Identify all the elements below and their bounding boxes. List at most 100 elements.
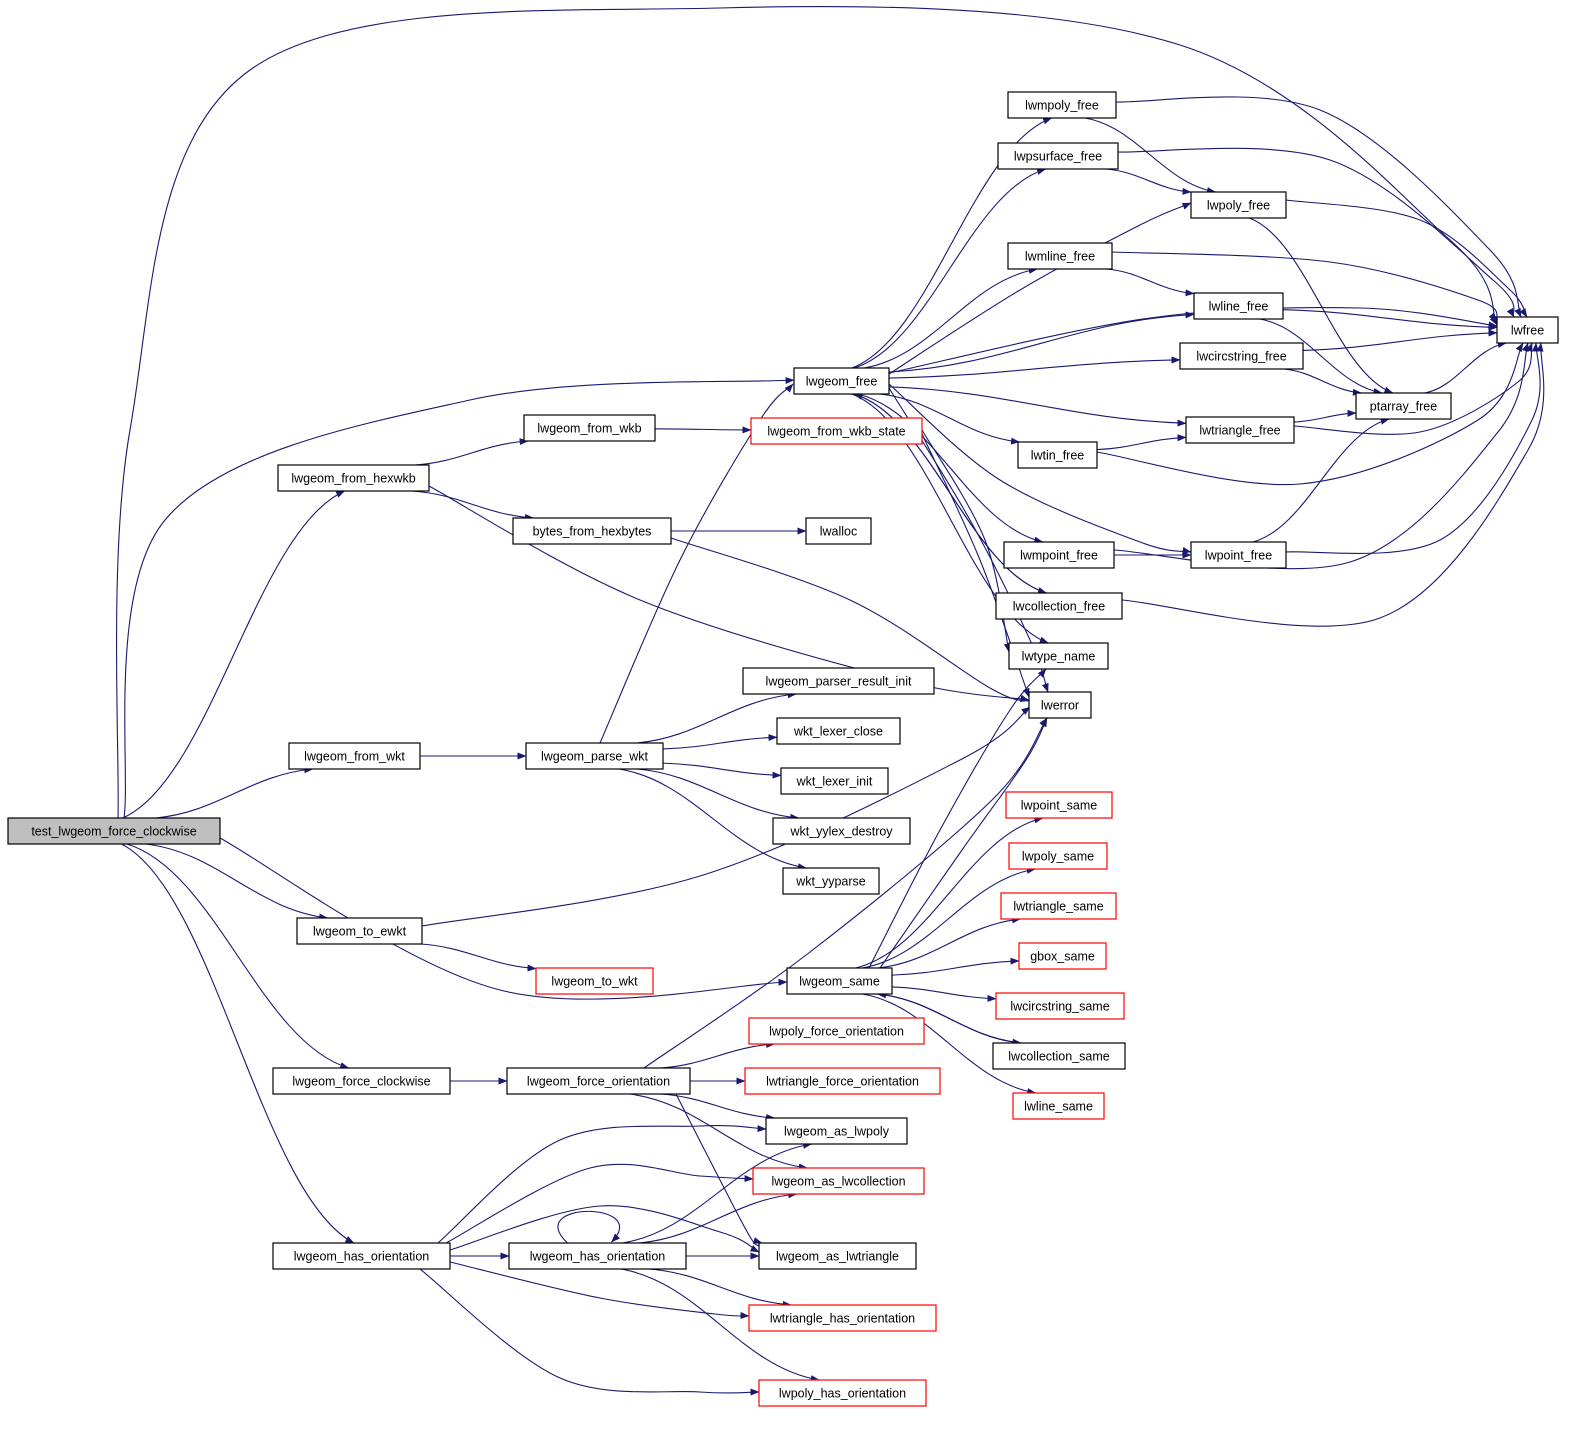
node-label: wkt_yylex_destroy: [789, 825, 893, 839]
node-box: [1190, 541, 1287, 569]
node-lwgeom_force_clockwise[interactable]: lwgeom_force_clockwise: [272, 1067, 451, 1095]
node-lwcollection_same[interactable]: lwcollection_same: [992, 1042, 1126, 1070]
edge-lwtriangle_free-ptarray_free: [1293, 409, 1357, 423]
node-wkt_lexer_init[interactable]: wkt_lexer_init: [780, 767, 889, 795]
node-lwtriangle_same[interactable]: lwtriangle_same: [1000, 892, 1117, 920]
node-lwgeom_free[interactable]: lwgeom_free: [793, 367, 890, 395]
node-box: [758, 1242, 917, 1270]
node-lwmpoly_free[interactable]: lwmpoly_free: [1007, 91, 1117, 119]
node-lwpoint_free[interactable]: lwpoint_free: [1190, 541, 1287, 569]
node-label: lwgeom_from_wkb: [537, 422, 641, 436]
node-lwpoly_same[interactable]: lwpoly_same: [1008, 842, 1108, 870]
edge-lwtin_free-lwtriangle_free: [1096, 434, 1187, 451]
node-lwpoly_has_orientation[interactable]: lwpoly_has_orientation: [758, 1379, 927, 1407]
node-box: [1007, 242, 1113, 270]
node-box: [1008, 642, 1109, 670]
node-lwgeom_from_wkb[interactable]: lwgeom_from_wkb: [523, 414, 656, 442]
node-lwtriangle_force_orientation[interactable]: lwtriangle_force_orientation: [744, 1067, 941, 1095]
edge-lwgeom_same-lwtriangle_same: [877, 916, 1022, 969]
node-label: lwgeom_has_orientation: [294, 1250, 430, 1264]
node-box: [772, 817, 911, 845]
node-lwline_free[interactable]: lwline_free: [1193, 292, 1284, 320]
edge-lwgeom_force_orientation-lwgeom_as_lwpoly: [660, 1093, 776, 1121]
node-lwerror[interactable]: lwerror: [1028, 691, 1092, 719]
node-lwpoly_force_orientation[interactable]: lwpoly_force_orientation: [748, 1017, 925, 1045]
node-lwpsurface_free[interactable]: lwpsurface_free: [997, 142, 1119, 170]
node-lwgeom_to_wkt[interactable]: lwgeom_to_wkt: [535, 967, 654, 995]
edge-lwgeom_free-lwline_free: [888, 311, 1195, 373]
node-box: [793, 367, 890, 395]
edge-lwgeom_free-lwtriangle_free: [888, 386, 1187, 427]
edge-test-lwgeom_from_wkt: [155, 766, 314, 819]
node-lwpoly_free[interactable]: lwpoly_free: [1190, 191, 1287, 219]
edge-has2-lwtriangle_has_orientation: [648, 1268, 792, 1308]
node-lwmline_free[interactable]: lwmline_free: [1007, 242, 1113, 270]
edge-lwgeom_free-lwcircstring_free: [888, 356, 1181, 379]
edge-has2-lwgeom_as_lwpoly: [622, 1141, 813, 1244]
node-label: lwtriangle_same: [1013, 900, 1103, 914]
edge-lwgeom_to_ewkt-lwgeom_to_wkt: [420, 943, 537, 972]
node-lwmpoint_free[interactable]: lwmpoint_free: [1003, 541, 1115, 569]
node-lwgeom_force_orientation[interactable]: lwgeom_force_orientation: [506, 1067, 691, 1095]
node-box: [1008, 842, 1108, 870]
node-lwgeom_parser_result_init[interactable]: lwgeom_parser_result_init: [742, 667, 935, 695]
node-box: [758, 1379, 927, 1407]
node-label: lwgeom_force_orientation: [527, 1075, 670, 1089]
edge-lwline_free-ptarray_free: [1259, 318, 1383, 395]
node-lwtin_free[interactable]: lwtin_free: [1017, 441, 1098, 469]
node-lwgeom_same[interactable]: lwgeom_same: [786, 967, 893, 995]
node-wkt_lexer_close[interactable]: wkt_lexer_close: [776, 717, 901, 745]
node-bytes_from_hexbytes[interactable]: bytes_from_hexbytes: [512, 517, 672, 545]
edge-has1-lwgeom_as_lwpoly: [437, 1125, 767, 1244]
node-label: lwline_free: [1209, 300, 1269, 314]
node-lwfree[interactable]: lwfree: [1496, 316, 1559, 344]
node-label: lwgeom_free: [806, 375, 878, 389]
node-ptarray_free[interactable]: ptarray_free: [1355, 392, 1452, 420]
node-box: [997, 142, 1119, 170]
node-box: [992, 1042, 1126, 1070]
node-lwgeom_as_lwcollection[interactable]: lwgeom_as_lwcollection: [752, 1167, 925, 1195]
node-label: lwgeom_as_lwpoly: [784, 1125, 890, 1139]
node-label: lwerror: [1041, 699, 1079, 713]
node-lwtype_name[interactable]: lwtype_name: [1008, 642, 1109, 670]
node-lwgeom_from_wkt[interactable]: lwgeom_from_wkt: [288, 742, 421, 770]
edge-has2-lwgeom_as_lwcollection: [639, 1191, 798, 1244]
node-box: [508, 1242, 687, 1270]
edge-lwline_free-lwfree: [1282, 309, 1498, 331]
node-lwcircstring_free[interactable]: lwcircstring_free: [1179, 342, 1304, 370]
node-box: [752, 1167, 925, 1195]
node-gbox_same[interactable]: gbox_same: [1018, 942, 1107, 970]
edge-has1-lwpoly_has_orientation: [419, 1268, 760, 1396]
node-lwtriangle_has_orientation[interactable]: lwtriangle_has_orientation: [748, 1304, 937, 1332]
node-lwgeom_from_hexwkb[interactable]: lwgeom_from_hexwkb: [277, 464, 430, 492]
node-box: [1028, 691, 1092, 719]
node-label: lwpoint_free: [1205, 549, 1272, 563]
edge-lwgeom_free-lwpsurface_free: [853, 168, 1046, 369]
node-has2[interactable]: lwgeom_has_orientation: [508, 1242, 687, 1270]
node-box: [786, 967, 893, 995]
node-lwgeom_as_lwpoly[interactable]: lwgeom_as_lwpoly: [765, 1117, 908, 1145]
node-wkt_yyparse[interactable]: wkt_yyparse: [782, 867, 880, 895]
node-lwpoint_same[interactable]: lwpoint_same: [1005, 791, 1113, 819]
node-label: wkt_lexer_init: [796, 775, 873, 789]
node-lwtriangle_free[interactable]: lwtriangle_free: [1185, 416, 1295, 444]
node-lwgeom_from_wkb_state[interactable]: lwgeom_from_wkb_state: [750, 417, 923, 445]
node-wkt_yylex_destroy[interactable]: wkt_yylex_destroy: [772, 817, 911, 845]
node-lwgeom_as_lwtriangle[interactable]: lwgeom_as_lwtriangle: [758, 1242, 917, 1270]
edge-lwgeom_free-lwmline_free: [864, 266, 1038, 369]
node-lwgeom_parse_wkt[interactable]: lwgeom_parse_wkt: [525, 742, 664, 770]
node-lwcircstring_same[interactable]: lwcircstring_same: [995, 992, 1125, 1020]
node-lwline_same[interactable]: lwline_same: [1012, 1092, 1105, 1120]
edge-test-lwgeom_force_clockwise: [126, 843, 350, 1069]
edge-lwgeom_parse_wkt-wkt_yyparse: [619, 768, 807, 871]
edge-lwgeom_from_wkb-lwgeom_from_wkb_state: [654, 426, 752, 434]
node-has1[interactable]: lwgeom_has_orientation: [272, 1242, 451, 1270]
node-label: lwmpoint_free: [1020, 549, 1098, 563]
node-lwcollection_free[interactable]: lwcollection_free: [995, 592, 1123, 620]
node-lwgeom_to_ewkt[interactable]: lwgeom_to_ewkt: [296, 917, 423, 945]
node-label: lwgeom_parse_wkt: [541, 750, 649, 764]
node-lwalloc[interactable]: lwalloc: [805, 517, 872, 545]
edge-lwmpoly_free-lwfree: [1115, 96, 1522, 318]
